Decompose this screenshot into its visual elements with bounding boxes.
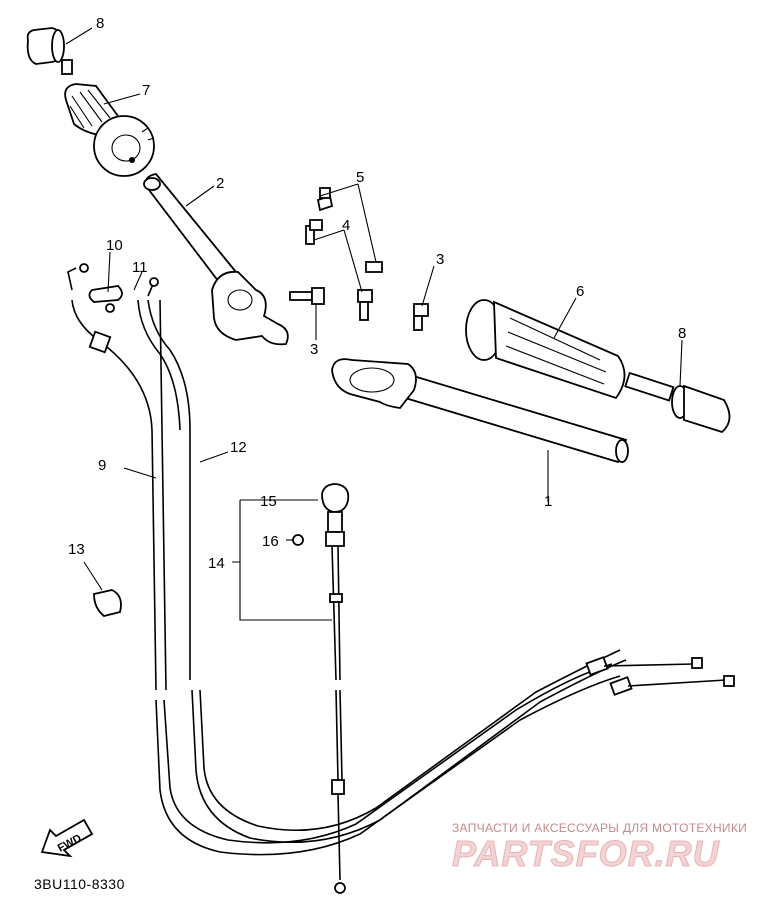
plug-5-top: [316, 187, 334, 212]
throttle-cable-12: [137, 299, 627, 844]
callout-10: 10: [106, 237, 123, 254]
cable-clip-13: [93, 589, 122, 617]
callout-3-left: 3: [310, 341, 318, 358]
plug-5-lower: [365, 261, 383, 273]
callout-labels: 8 7 2 5 4 3 3 6 8 1 9 12 10 11 13 14 15 …: [68, 15, 686, 572]
callout-3-right: 3: [436, 251, 444, 268]
nut-16: [292, 534, 304, 546]
diagram-code: 3BU110-8330: [34, 876, 125, 892]
callout-12: 12: [230, 439, 247, 456]
callout-2: 2: [216, 175, 224, 192]
starter-cable-14: [321, 483, 350, 894]
bolt-4-upper: [305, 219, 323, 245]
callout-8-top: 8: [96, 15, 104, 32]
cable-ends-right: [585, 656, 735, 696]
watermark-tagline: ЗАПЧАСТИ И АКСЕССУАРЫ ДЛЯ МОТОТЕХНИКИ: [452, 821, 747, 835]
bar-end-weight-left: [26, 27, 73, 75]
callout-9: 9: [98, 457, 106, 474]
callout-8-right: 8: [678, 325, 686, 342]
callout-1: 1: [544, 493, 552, 510]
callout-14: 14: [208, 555, 225, 572]
fwd-arrow: FWD: [40, 818, 94, 858]
callout-13: 13: [68, 541, 85, 558]
bolt-left-clamp: [289, 287, 325, 305]
bolt-4-lower: [357, 289, 373, 321]
callout-6: 6: [576, 283, 584, 300]
cable-plate-10: [88, 285, 123, 313]
bar-end-weight-right: [624, 371, 731, 434]
callout-15: 15: [260, 493, 277, 510]
watermark: ЗАПЧАСТИ И АКСЕССУАРЫ ДЛЯ МОТОТЕХНИКИ PA…: [452, 821, 747, 875]
throttle-grip: [64, 83, 155, 177]
callout-11: 11: [132, 259, 148, 276]
right-handlebar: [331, 358, 629, 464]
callout-16: 16: [262, 533, 279, 550]
cable-adjuster-9: [88, 330, 112, 354]
grip-right-side: [465, 299, 626, 400]
cable-nipple-9: [79, 263, 89, 273]
cable-end-9: [67, 267, 77, 291]
cable-nipple-12: [149, 277, 159, 287]
watermark-brand: PARTSFOR.RU: [452, 833, 720, 874]
left-handlebar: [143, 173, 289, 346]
leader-lines: [65, 27, 683, 621]
callout-4: 4: [342, 217, 350, 234]
callout-7: 7: [142, 82, 150, 99]
bolt-3-right: [413, 303, 429, 331]
callout-5: 5: [356, 169, 364, 186]
